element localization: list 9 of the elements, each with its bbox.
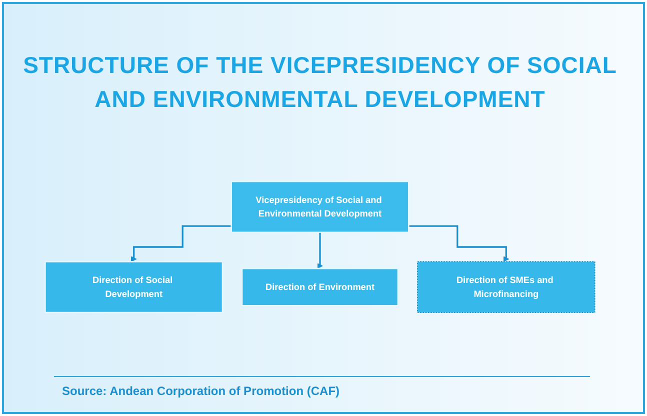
node-box: Direction of Social Development	[44, 261, 224, 314]
title: STRUCTURE OF THE VICEPRESIDENCY OF SOCIAL AND ENVIRONMENTAL DEVELOPMENT	[22, 51, 618, 114]
node-box: Direction of SMEs and Microfinancing	[417, 261, 596, 313]
arrow	[130, 225, 232, 262]
arrow	[317, 232, 323, 269]
arrow	[408, 225, 510, 262]
node-box: Direction of Environment	[241, 268, 399, 306]
node-box: Vicepresidency of Social and Environmental Development	[230, 180, 410, 233]
caption: Source: Andean Corporation of Promotion (CAF)	[62, 384, 340, 398]
